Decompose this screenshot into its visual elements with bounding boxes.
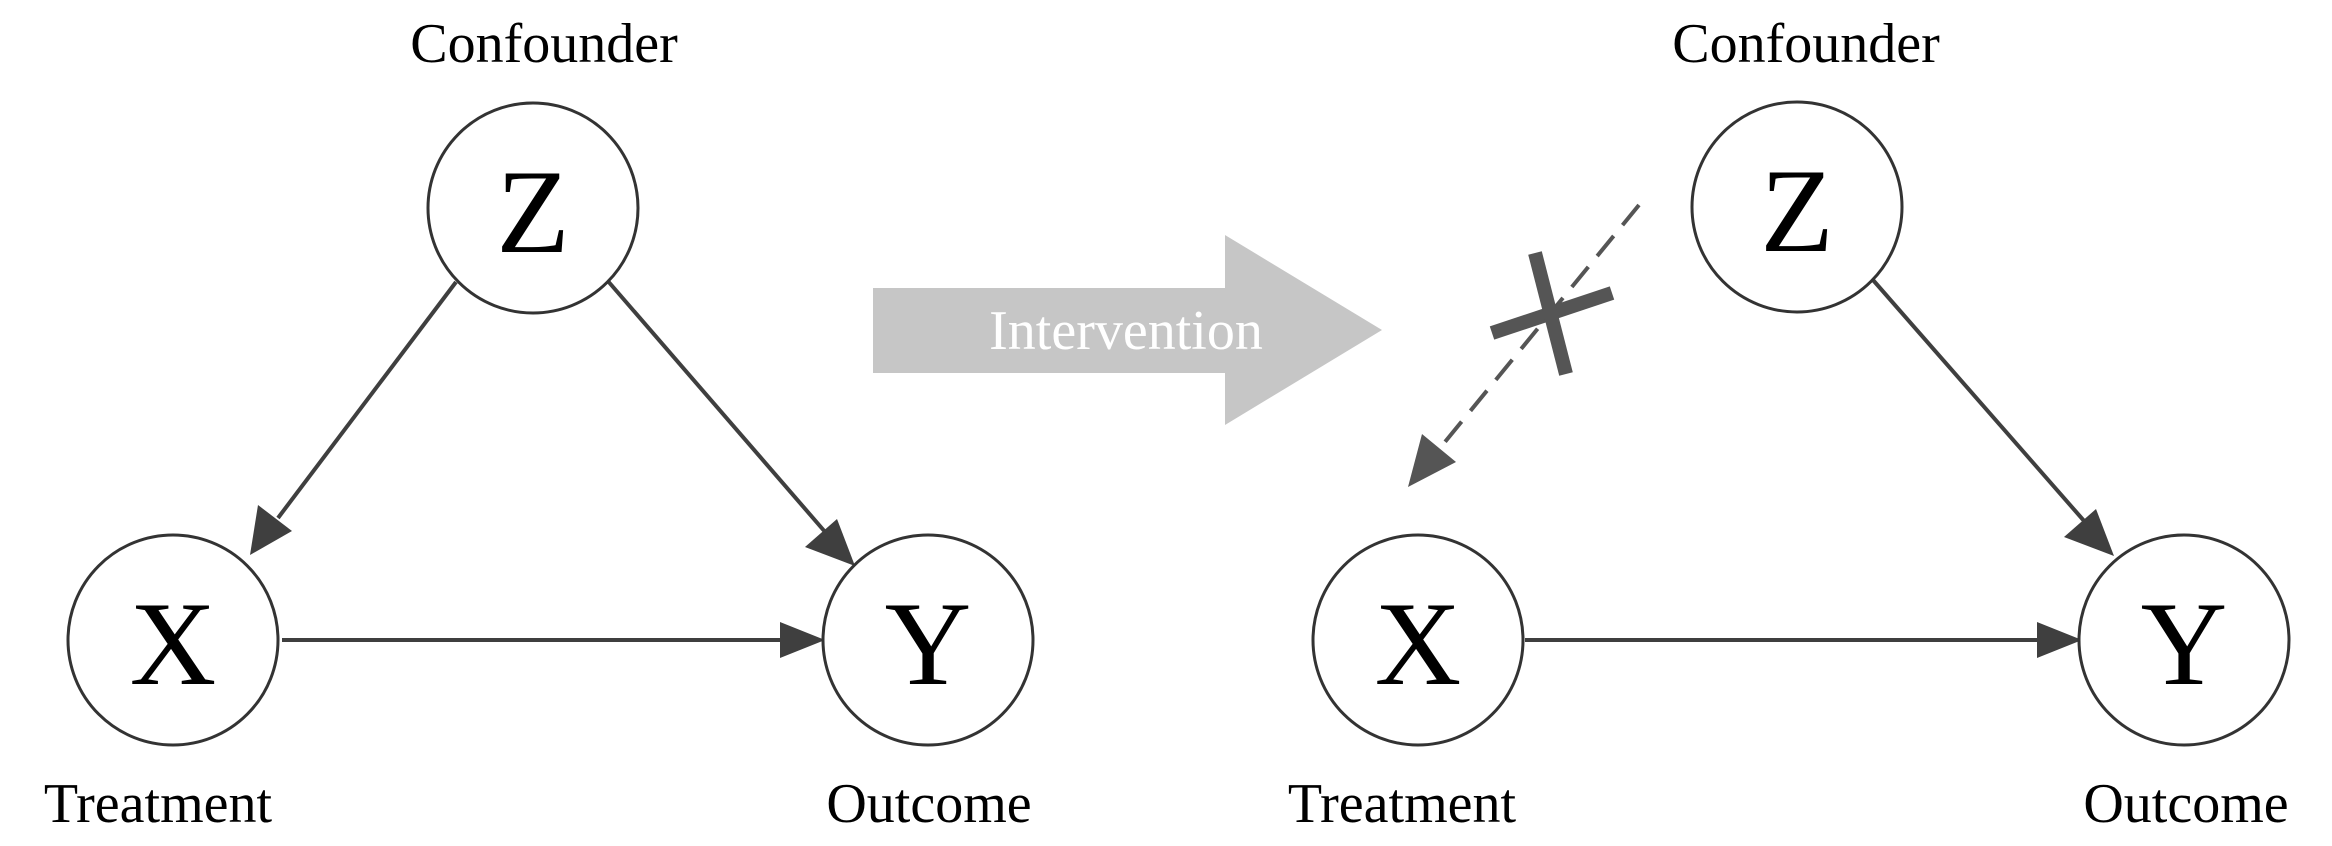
left-outcome-label: Outcome bbox=[826, 773, 1031, 835]
right-confounder-node: Z bbox=[1690, 100, 1904, 314]
left-treatment-label: Treatment bbox=[44, 773, 273, 835]
intervention-arrow: Intervention bbox=[873, 235, 1382, 425]
left-confounder-label: Confounder bbox=[410, 13, 678, 75]
node-letter: Y bbox=[2141, 577, 2228, 710]
right-edge-z-to-y bbox=[1871, 278, 2114, 556]
left-confounder-node: Z bbox=[426, 101, 640, 315]
left-edge-z-to-y bbox=[605, 278, 855, 566]
intervention-label: Intervention bbox=[989, 300, 1263, 362]
right-treatment-label: Treatment bbox=[1288, 773, 1517, 835]
node-letter: Z bbox=[496, 145, 569, 278]
node-letter: X bbox=[130, 577, 217, 710]
node-letter: Z bbox=[1760, 144, 1833, 277]
node-letter: X bbox=[1375, 577, 1462, 710]
right-removed-edge-z-to-x bbox=[1408, 203, 1641, 487]
left-outcome-node: Y bbox=[821, 533, 1035, 747]
cut-mark-icon bbox=[1489, 251, 1615, 376]
right-graph: Z Confounder X Treatment Y Outcome bbox=[1288, 13, 2291, 835]
right-treatment-node: X bbox=[1311, 533, 1525, 747]
node-letter: Y bbox=[885, 577, 972, 710]
left-graph: Z Confounder X Treatment Y Outcome bbox=[44, 13, 1035, 835]
left-treatment-node: X bbox=[66, 533, 280, 747]
right-outcome-label: Outcome bbox=[2083, 773, 2288, 835]
right-outcome-node: Y bbox=[2077, 533, 2291, 747]
right-edge-x-to-y bbox=[1525, 622, 2082, 658]
right-confounder-label: Confounder bbox=[1672, 13, 1940, 75]
left-edge-z-to-x bbox=[250, 280, 458, 555]
left-edge-x-to-y bbox=[282, 622, 825, 658]
